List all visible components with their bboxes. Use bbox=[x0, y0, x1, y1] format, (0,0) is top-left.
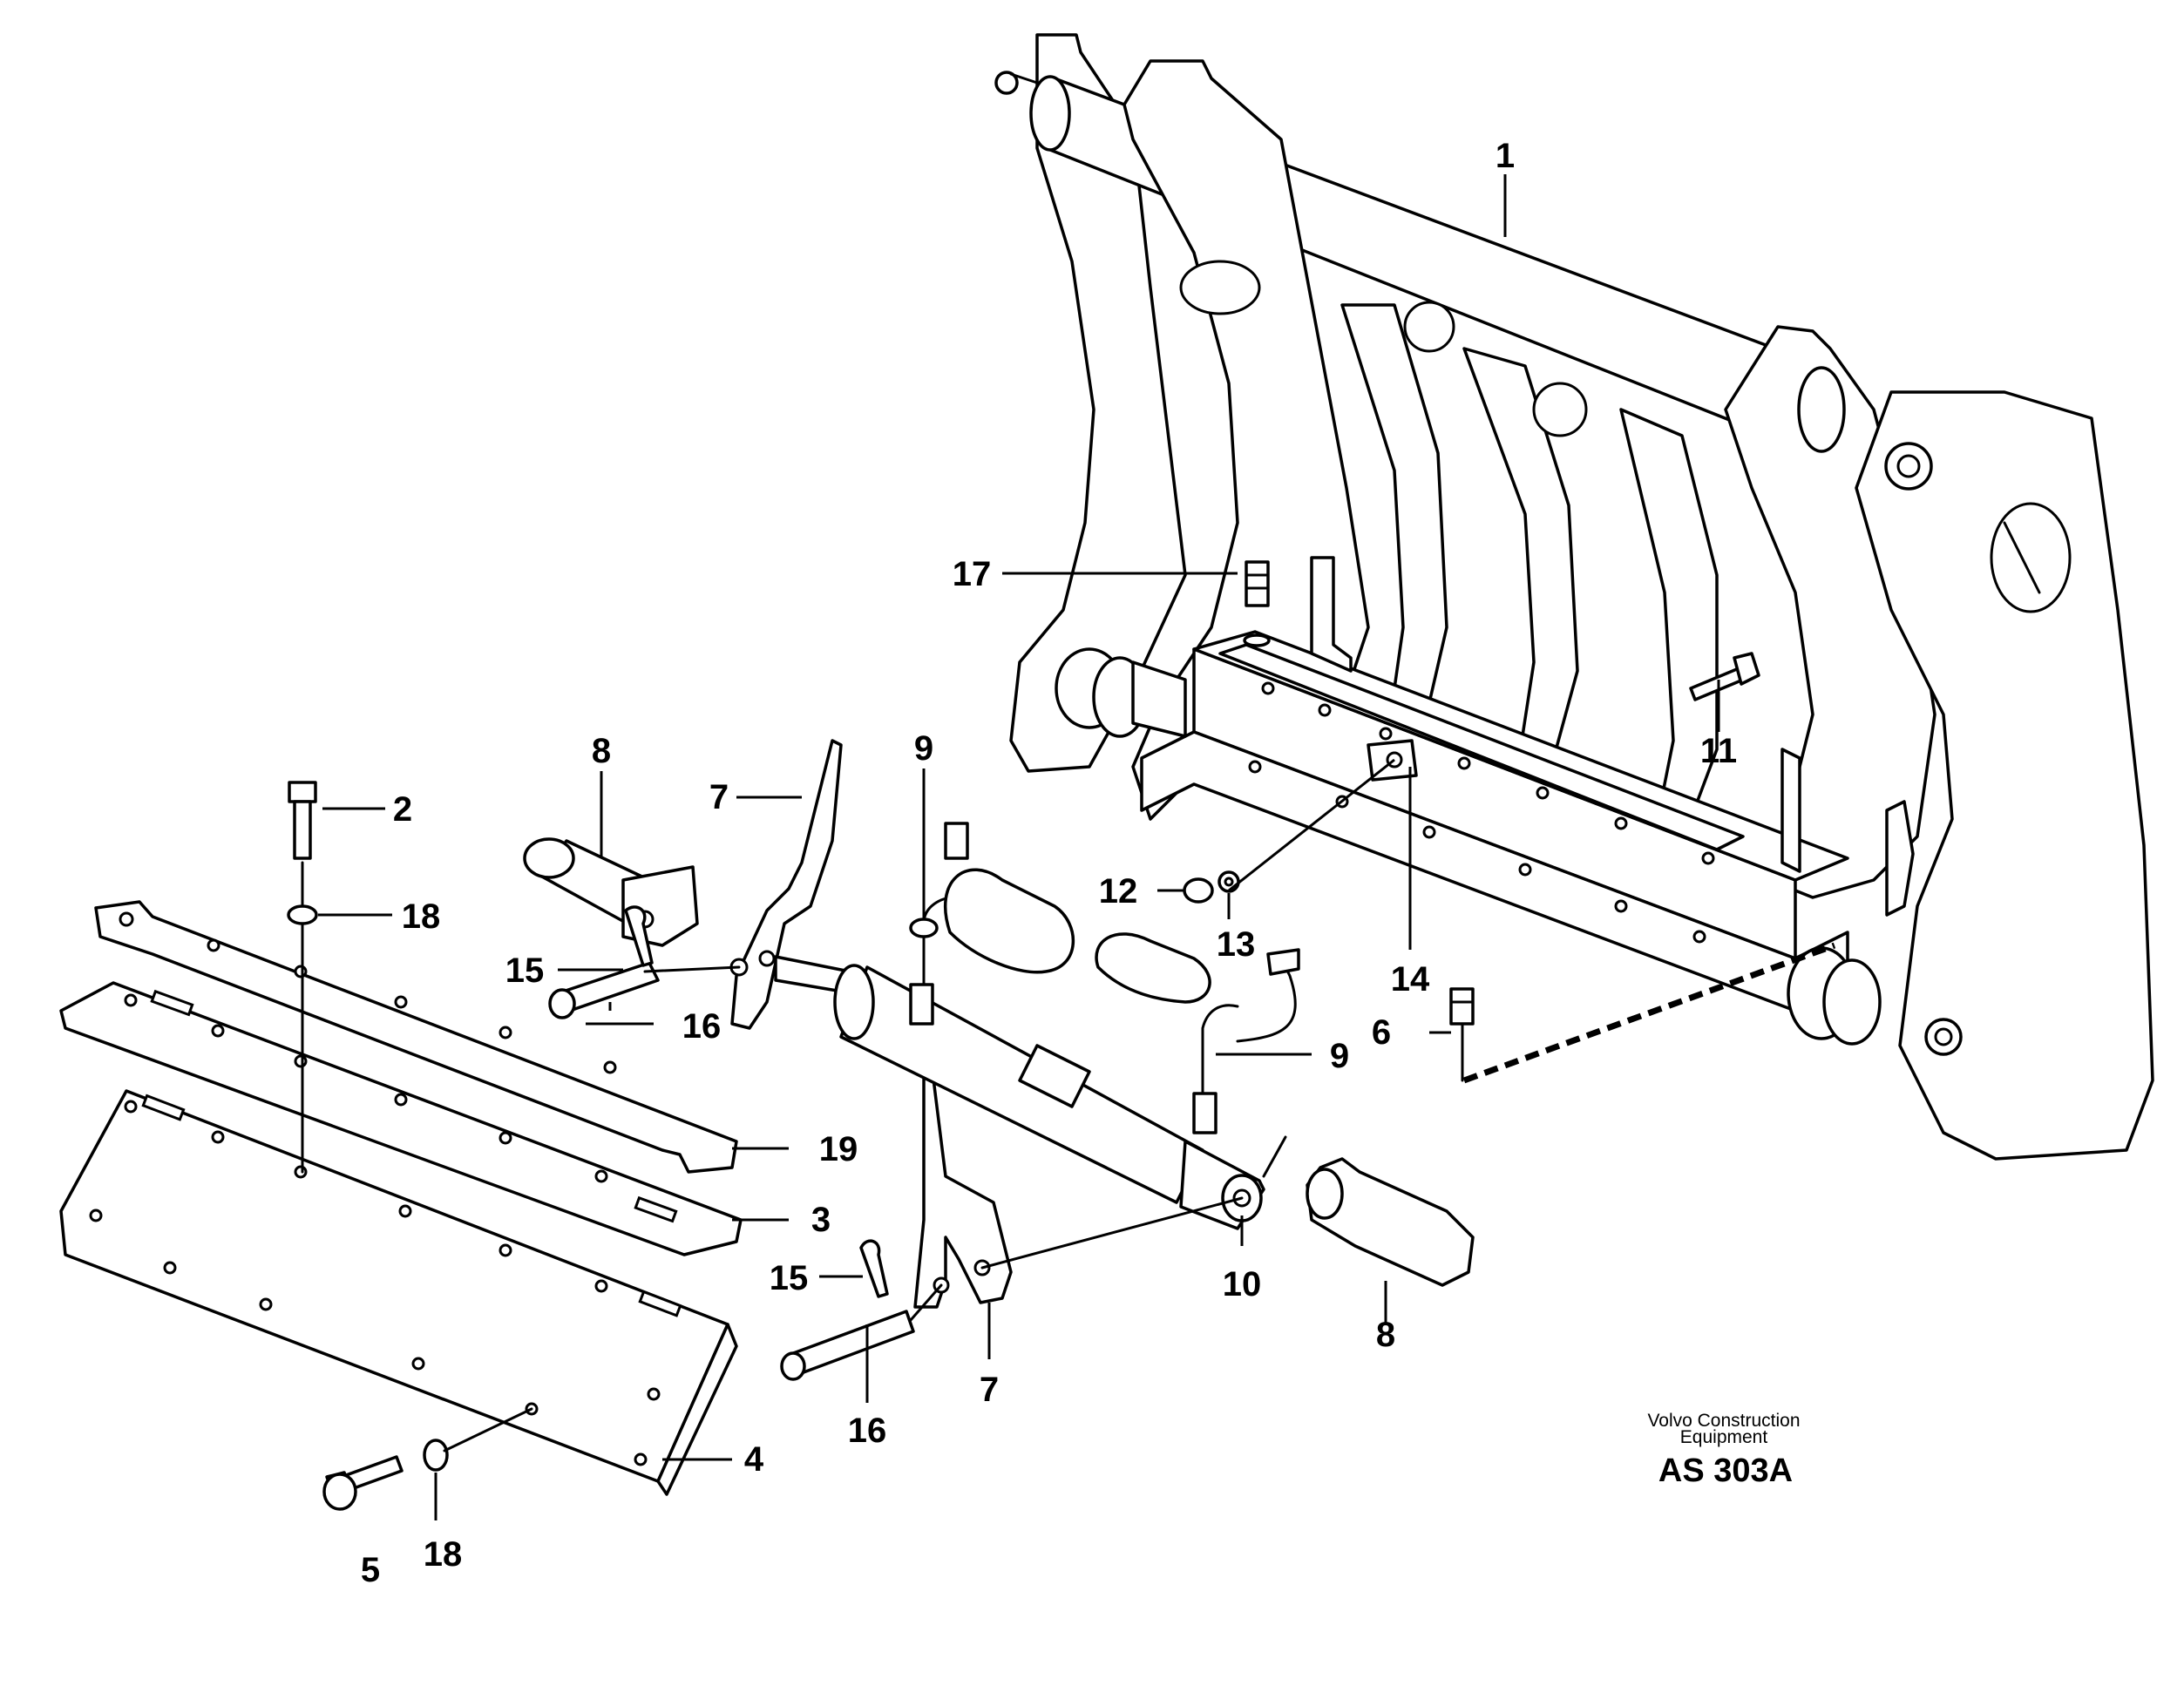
pin-16-top bbox=[548, 961, 741, 1019]
cotter-15-bottom bbox=[859, 1239, 889, 1298]
callout-3: 3 bbox=[811, 1201, 831, 1239]
callout-16a: 16 bbox=[682, 1007, 722, 1046]
cotter-15-top bbox=[624, 905, 654, 967]
callout-12: 12 bbox=[1099, 872, 1138, 911]
callout-7a: 7 bbox=[709, 778, 729, 816]
callout-5: 5 bbox=[361, 1551, 380, 1589]
callout-14: 14 bbox=[1391, 960, 1430, 999]
callout-15a: 15 bbox=[505, 951, 545, 990]
callout-15b: 15 bbox=[770, 1259, 809, 1297]
callout-2: 2 bbox=[393, 790, 412, 829]
pin-8-top bbox=[523, 837, 699, 947]
callout-16b: 16 bbox=[848, 1412, 887, 1450]
drawing-code: AS 303A bbox=[1658, 1452, 1793, 1489]
bolt-5 bbox=[322, 1455, 404, 1511]
company-name-line2: Equipment bbox=[1680, 1427, 1768, 1447]
callout-8a: 8 bbox=[592, 732, 611, 770]
footer-credit: Volvo Construction Equipment AS 303A bbox=[1647, 1411, 1800, 1489]
assembly-dashed-line bbox=[1462, 942, 1836, 1084]
callout-9b: 9 bbox=[1330, 1037, 1349, 1075]
callout-6: 6 bbox=[1372, 1013, 1391, 1052]
callout-10: 10 bbox=[1223, 1265, 1262, 1303]
frame-assembly bbox=[994, 33, 2154, 1161]
callout-11: 11 bbox=[1700, 732, 1737, 770]
plate-4 bbox=[59, 1089, 738, 1496]
clevis-7-top bbox=[729, 739, 843, 1030]
pin-8-bottom bbox=[1306, 1157, 1475, 1287]
leader-lines bbox=[318, 174, 1720, 1520]
callout-7b: 7 bbox=[980, 1371, 999, 1409]
grease-nipple-17 bbox=[1243, 560, 1271, 647]
callout-18a: 18 bbox=[402, 897, 441, 936]
washer-18-bottom bbox=[423, 1439, 449, 1472]
callout-4: 4 bbox=[744, 1440, 764, 1479]
callout-1: 1 bbox=[1496, 137, 1515, 175]
washer-18-top bbox=[287, 904, 318, 925]
callout-17: 17 bbox=[953, 555, 992, 593]
cylinder-10 bbox=[774, 955, 1287, 1230]
callout-13: 13 bbox=[1217, 925, 1256, 964]
callout-19: 19 bbox=[819, 1130, 858, 1168]
pin-16-bottom bbox=[780, 1196, 1244, 1381]
callout-8b: 8 bbox=[1376, 1316, 1395, 1354]
company-name-line1: Volvo Construction bbox=[1647, 1411, 1800, 1431]
callout-labels: 1 2 3 4 5 6 7 7 8 8 9 9 10 11 12 13 14 1… bbox=[361, 137, 1737, 1589]
hose-9-lower bbox=[1095, 932, 1300, 1134]
hose-9-upper bbox=[909, 822, 1075, 1026]
callout-18b: 18 bbox=[424, 1535, 463, 1574]
callout-9a: 9 bbox=[914, 729, 933, 768]
grease-nipple-6 bbox=[1449, 987, 1475, 1082]
plate-3 bbox=[59, 981, 743, 1256]
nut-12 bbox=[1183, 877, 1214, 904]
